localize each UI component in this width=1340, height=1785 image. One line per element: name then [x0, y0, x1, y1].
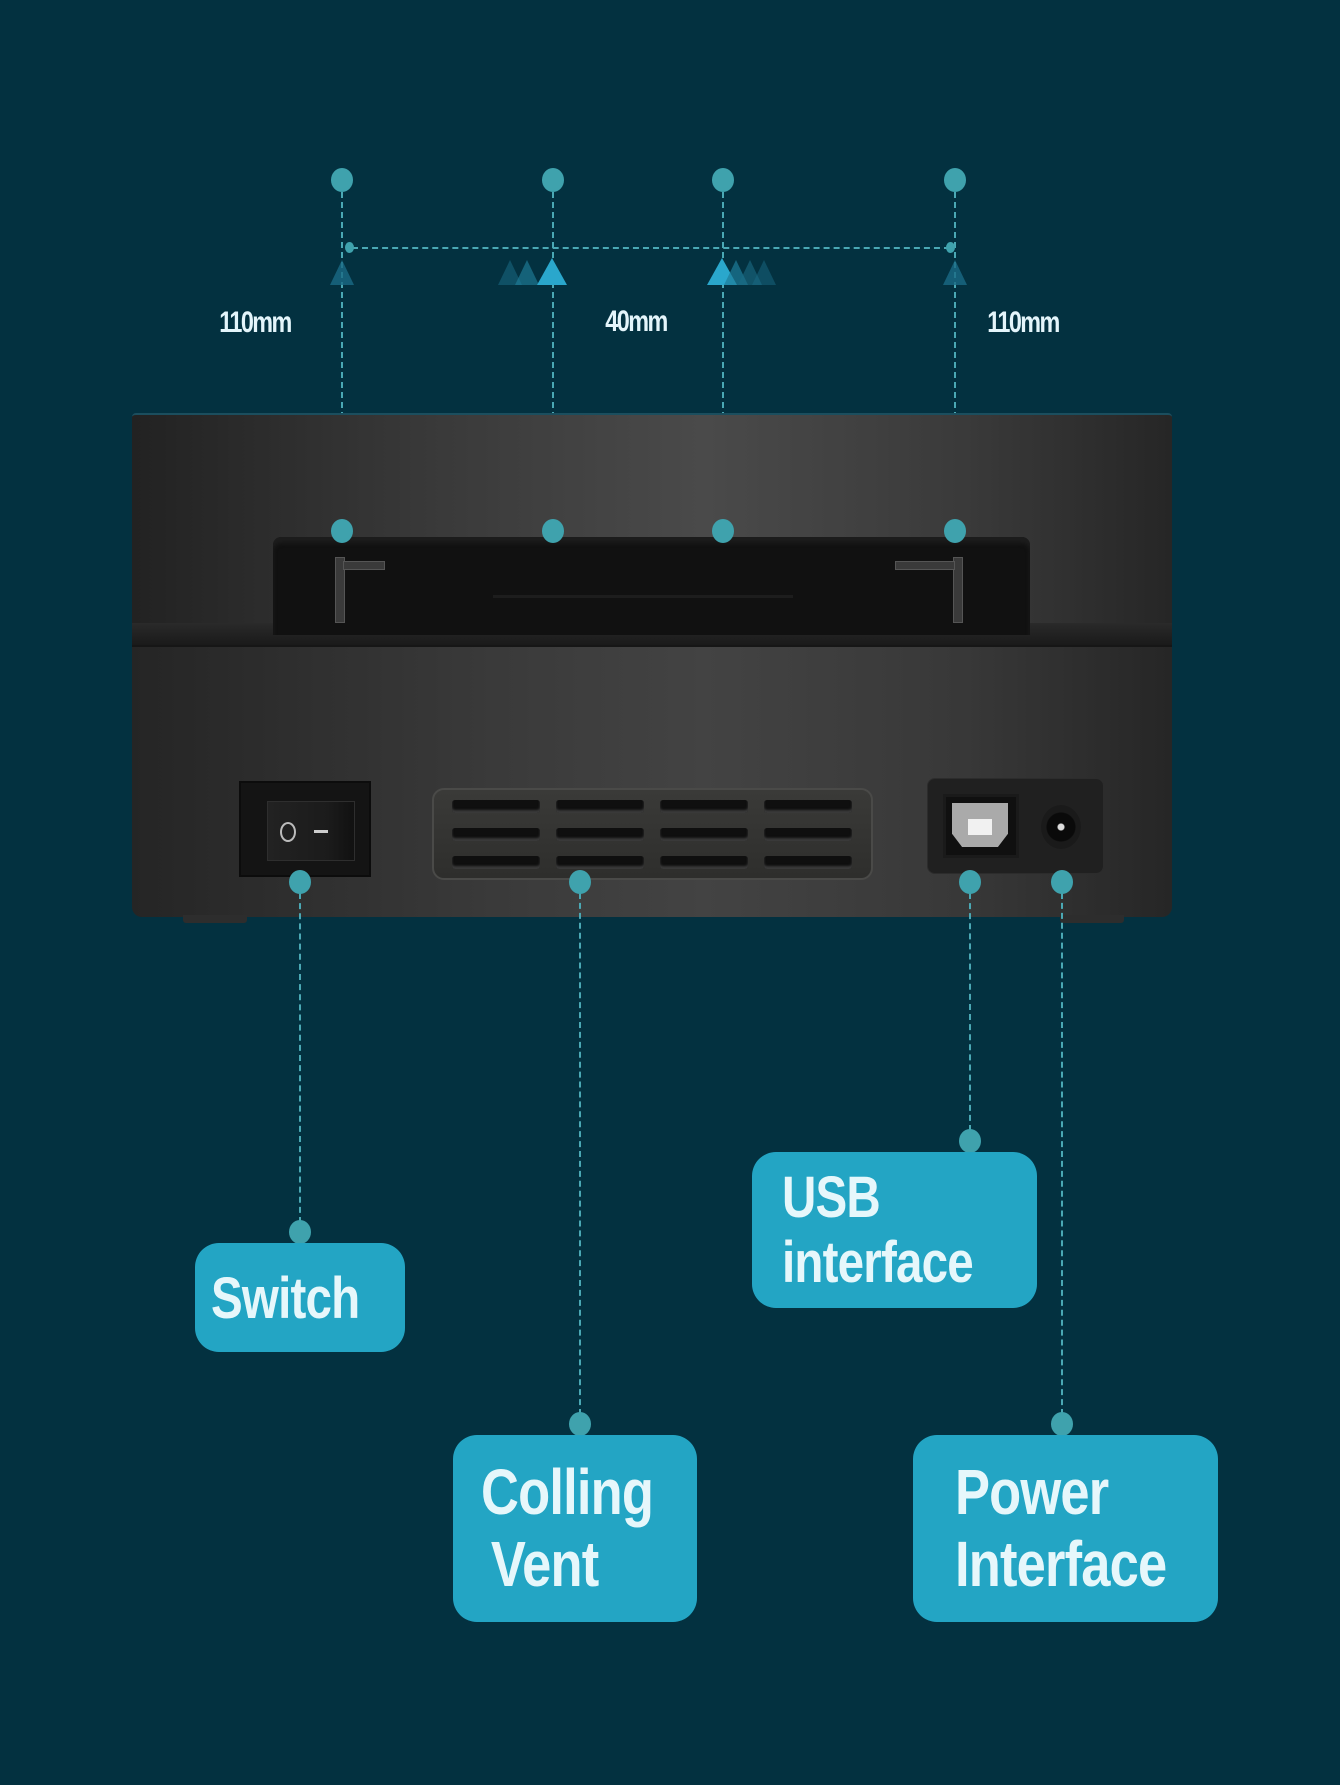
- usb-callout-line-1: USB: [782, 1165, 881, 1230]
- vent-slit: [764, 800, 852, 813]
- dim-top-dot-3: [712, 168, 734, 192]
- vent-slit: [660, 828, 748, 841]
- switch-anchor-dot: [289, 870, 311, 894]
- dim-end-dot-right: [946, 242, 955, 253]
- arrow-marker-mid-left: [537, 258, 567, 285]
- vent-slit: [556, 800, 644, 813]
- dim-guide-line-2: [552, 192, 554, 518]
- dim-guide-line-3: [722, 192, 724, 518]
- power-callout-dot: [1051, 1412, 1073, 1436]
- dim-top-dot-4: [944, 168, 966, 192]
- arrow-marker-left: [330, 260, 354, 285]
- usb-callout-line-2: interface: [782, 1229, 974, 1295]
- dim-label-left: 110mm: [219, 306, 292, 339]
- usb-port-shell: [952, 803, 1008, 847]
- vent-callout-line-2: Vent: [490, 1527, 599, 1600]
- vent-callout: Colling Vent: [453, 1435, 697, 1622]
- switch-rocker[interactable]: [267, 801, 355, 861]
- dim-top-dot-2: [542, 168, 564, 192]
- slot-dot-3: [712, 519, 734, 543]
- vent-slit: [556, 828, 644, 841]
- paper-exit-slit: [493, 595, 793, 598]
- port-panel: [927, 778, 1104, 874]
- power-anchor-dot: [1051, 870, 1073, 894]
- vent-slit: [660, 800, 748, 813]
- vent-leader-line: [579, 893, 581, 1415]
- power-callout-line-2: Interface: [955, 1527, 1167, 1600]
- switch-callout-text: Switch: [211, 1266, 360, 1331]
- slot-dot-2: [542, 519, 564, 543]
- switch-on-mark-icon: [314, 830, 328, 833]
- power-callout: Power Interface: [913, 1435, 1218, 1622]
- dim-label-right: 110mm: [987, 306, 1060, 339]
- vent-slit: [660, 856, 748, 869]
- vent-callout-dot: [569, 1412, 591, 1436]
- power-leader-line: [1061, 893, 1063, 1415]
- paper-slot: [273, 537, 1030, 635]
- dim-top-dot-1: [331, 168, 353, 192]
- power-callout-line-1: Power: [955, 1456, 1109, 1528]
- cooling-vent-grille: [432, 788, 873, 880]
- arrow-marker-ghost: [515, 260, 539, 285]
- slot-dot-4: [944, 519, 966, 543]
- usb-anchor-dot: [959, 870, 981, 894]
- dim-end-dot-left: [345, 242, 354, 253]
- vent-slit: [764, 856, 852, 869]
- dim-guide-line-4: [954, 192, 956, 518]
- arrow-marker-right: [943, 260, 967, 285]
- paper-guide-right: [953, 557, 963, 623]
- vent-slit: [452, 828, 540, 841]
- power-switch[interactable]: [239, 781, 371, 877]
- arrow-marker-ghost: [752, 260, 776, 285]
- switch-leader-line: [299, 893, 301, 1223]
- vent-slit: [452, 856, 540, 869]
- paper-guide-left: [335, 557, 345, 623]
- vent-slit: [556, 856, 644, 869]
- arrow-marker-ghost: [498, 260, 522, 285]
- switch-off-mark-icon: [280, 822, 296, 842]
- vent-callout-line-1: Colling: [481, 1456, 654, 1528]
- usb-port-core: [968, 819, 992, 835]
- printer-foot-left: [183, 915, 247, 923]
- dim-arrow-markers: [330, 258, 967, 285]
- vent-anchor-dot: [569, 870, 591, 894]
- slot-dot-1: [331, 519, 353, 543]
- usb-leader-line: [969, 893, 971, 1131]
- paper-guide-left-arm: [343, 561, 385, 570]
- dim-guide-line-1: [341, 192, 343, 518]
- vent-slit: [764, 828, 852, 841]
- dim-horizontal-line: [352, 247, 950, 249]
- usb-b-port[interactable]: [943, 794, 1019, 858]
- usb-callout: USB interface: [752, 1152, 1037, 1308]
- dim-label-middle: 40mm: [605, 305, 668, 338]
- switch-callout-dot: [289, 1220, 311, 1244]
- usb-callout-dot: [959, 1129, 981, 1153]
- paper-guide-right-arm: [895, 561, 955, 570]
- switch-callout: Switch: [195, 1243, 405, 1352]
- printer-foot-right: [1060, 915, 1124, 923]
- vent-slit: [452, 800, 540, 813]
- dc-power-jack[interactable]: [1041, 805, 1081, 849]
